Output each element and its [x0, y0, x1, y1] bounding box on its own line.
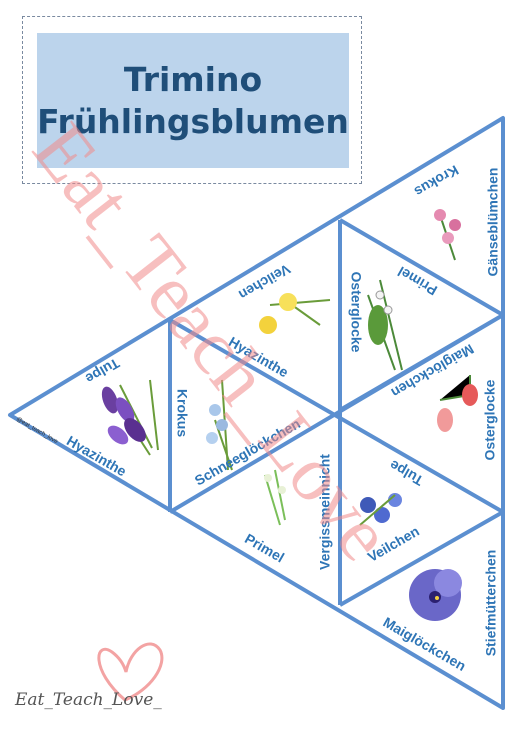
outer-triangle — [8, 116, 505, 710]
primrose-pale-image — [264, 469, 286, 526]
forget-me-not-image — [359, 493, 402, 526]
crocus-image — [101, 379, 159, 456]
label-primel-3: Primel — [242, 530, 287, 565]
label-primel-4: Primel — [395, 263, 440, 298]
label-stiefmuetterchen-8: Stiefmütterchen — [483, 550, 499, 657]
label-krokus-2: Krokus — [174, 389, 190, 437]
daffodil-image — [259, 293, 331, 334]
title-line-2: Frühlingsblumen — [37, 101, 349, 141]
footer-watermark: Eat_Teach_Love_ — [15, 690, 162, 710]
pansy-image — [409, 569, 462, 621]
label-gaensebluemchen-5: Gänseblümchen — [485, 168, 501, 277]
title-line-1: Trimino — [123, 59, 263, 99]
tulip-image — [437, 375, 478, 432]
credit-handle: @eat_teach_love — [15, 417, 59, 446]
lily-of-valley-image — [367, 279, 403, 371]
label-osterglocke-6: Osterglocke — [482, 379, 498, 460]
heart-icon — [97, 642, 164, 702]
label-tulpe-7: Tulpe — [386, 457, 426, 489]
title-frame: Trimino Frühlingsblumen — [22, 16, 362, 184]
label-osterglocke-4: Osterglocke — [348, 272, 364, 353]
label-vergissmeinnicht-7: Vergissmeinnicht — [317, 454, 333, 570]
snowdrop-image — [206, 379, 233, 471]
title-panel: Trimino Frühlingsblumen — [37, 33, 349, 168]
primrose-image — [434, 209, 461, 261]
inner-lines — [168, 218, 505, 607]
